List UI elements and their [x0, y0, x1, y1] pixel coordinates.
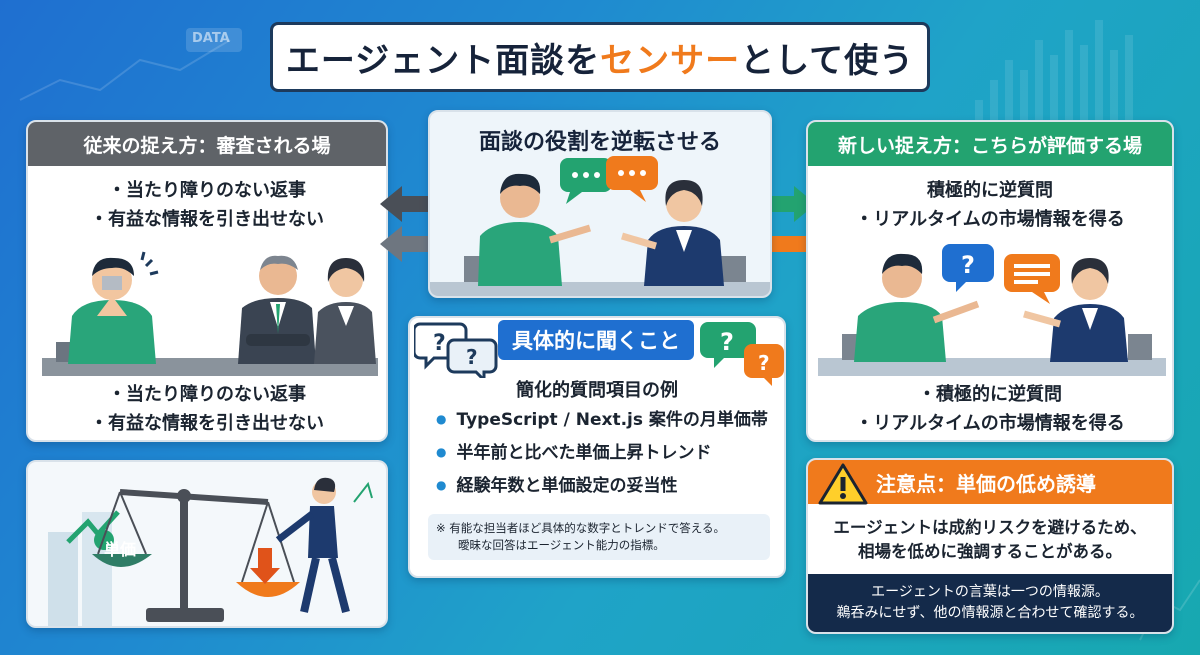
- page-title: エージェント面談をセンサーとして使う: [270, 22, 930, 92]
- old-view-panel: 従来の捉え方：審査される場 ・当たり障りのない返事 ・有益な情報を引き出せない …: [26, 120, 388, 442]
- data-tag: DATA: [192, 31, 230, 46]
- warning-panel: 注意点：単価の低め誘導 エージェントは成約リスクを避けるため、 相場を低めに強調…: [806, 458, 1174, 634]
- warning-footer-line: エージェントの言葉は一つの情報源。: [871, 584, 1109, 600]
- questions-note: ※ 有能な担当者ほど具体的な数字とトレンドで答える。 曖昧な回答はエージェント能…: [428, 514, 770, 560]
- list-item: ・当たり障りのない返事: [108, 180, 306, 201]
- role-heading: 面談の役割を逆転させる: [478, 130, 721, 155]
- list-item: 半年前と比べた単価上昇トレンド: [436, 437, 768, 470]
- list-item: ・リアルタイムの市場情報を得る: [855, 209, 1125, 230]
- interview-pressure-illustration: [42, 251, 378, 376]
- question-bubbles-color-icon: ? ?: [700, 322, 784, 386]
- new-view-bullets-top: 積極的に逆質問 ・リアルタイムの市場情報を得る: [808, 176, 1172, 234]
- price-scale-panel: 単価: [26, 460, 388, 628]
- title-accent: センサー: [600, 40, 741, 81]
- warning-heading-text: 注意点：単価の低め誘導: [876, 471, 1096, 496]
- conversation-illustration: [430, 156, 770, 296]
- list-item: 経験年数と単価設定の妥当性: [436, 470, 768, 503]
- note-line: 曖昧な回答はエージェント能力の指標。: [458, 538, 665, 552]
- list-item: ・リアルタイムの市場情報を得る: [855, 413, 1125, 434]
- left-arrows: [380, 186, 456, 262]
- warning-footer: エージェントの言葉は一つの情報源。 鵜呑みにせず、他の情報源と合わせて確認する。: [808, 574, 1172, 632]
- svg-text:?: ?: [961, 251, 975, 279]
- list-item: ・当たり障りのない返事: [108, 384, 306, 405]
- scale-label: 単価: [104, 540, 137, 559]
- role-reversal-panel: 面談の役割を逆転させる: [428, 110, 772, 298]
- list-item: 積極的に逆質問: [927, 180, 1053, 201]
- warning-line: 相場を低めに強調することがある。: [858, 542, 1122, 561]
- list-item: ・有益な情報を引き出せない: [90, 413, 324, 434]
- active-dialogue-illustration: ?: [818, 244, 1166, 376]
- svg-text:?: ?: [433, 331, 446, 356]
- title-suffix: として使う: [740, 40, 915, 81]
- questions-list: TypeScript / Next.js 案件の月単価帯 半年前と比べた単価上昇…: [436, 404, 768, 503]
- warning-heading: 注意点：単価の低め誘導: [808, 460, 1172, 504]
- warning-line: エージェントは成約リスクを避けるため、: [833, 518, 1147, 537]
- question-bubbles-icon: ? ?: [414, 322, 498, 378]
- old-view-bullets-top: ・当たり障りのない返事 ・有益な情報を引き出せない: [28, 176, 386, 234]
- price-scale-illustration: [48, 477, 373, 626]
- warning-icon: [818, 463, 868, 505]
- warning-footer-line: 鵜呑みにせず、他の情報源と合わせて確認する。: [836, 605, 1144, 621]
- list-item: TypeScript / Next.js 案件の月単価帯: [436, 404, 767, 437]
- list-item: ・有益な情報を引き出せない: [90, 209, 324, 230]
- svg-text:?: ?: [466, 345, 478, 369]
- new-view-panel: 新しい捉え方：こちらが評価する場 積極的に逆質問 ・リアルタイムの市場情報を得る…: [806, 120, 1174, 442]
- questions-subheading: 簡化的質問項目の例: [516, 380, 678, 401]
- svg-text:?: ?: [720, 328, 734, 356]
- list-item: ・積極的に逆質問: [918, 384, 1062, 405]
- old-view-bullets-bottom: ・当たり障りのない返事 ・有益な情報を引き出せない: [28, 380, 386, 438]
- warning-body: エージェントは成約リスクを避けるため、 相場を低めに強調することがある。: [808, 516, 1172, 564]
- svg-text:?: ?: [758, 351, 770, 375]
- old-view-heading: 従来の捉え方：審査される場: [28, 122, 386, 166]
- new-view-heading: 新しい捉え方：こちらが評価する場: [808, 122, 1172, 166]
- questions-heading: 具体的に聞くこと: [498, 320, 694, 360]
- note-line: ※ 有能な担当者ほど具体的な数字とトレンドで答える。: [436, 521, 725, 535]
- title-prefix: エージェント面談を: [285, 40, 601, 81]
- new-view-bullets-bottom: ・積極的に逆質問 ・リアルタイムの市場情報を得る: [808, 380, 1172, 438]
- questions-panel: 具体的に聞くこと ? ? ? ? 簡化的質問項目の例 TypeScript / …: [408, 316, 786, 578]
